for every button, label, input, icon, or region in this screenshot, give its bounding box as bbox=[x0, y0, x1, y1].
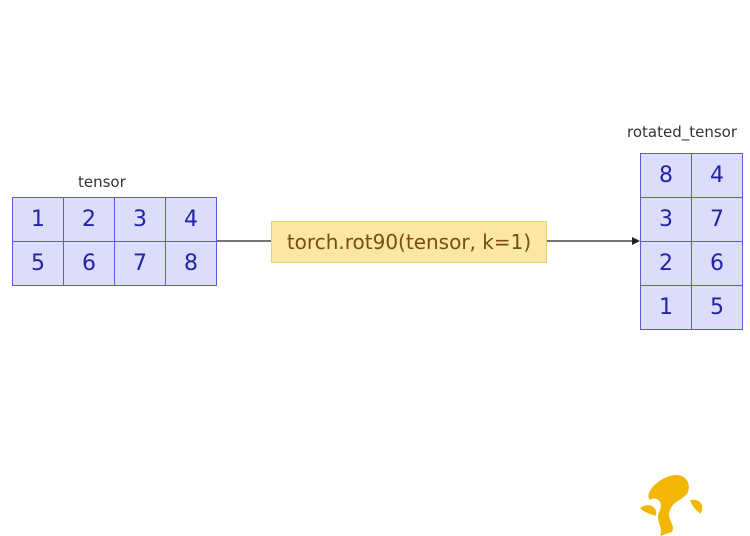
result-cell: 8 bbox=[641, 154, 692, 198]
source-cell: 5 bbox=[13, 242, 64, 286]
result-cell: 7 bbox=[692, 198, 743, 242]
source-cell: 1 bbox=[13, 198, 64, 242]
source-cell: 3 bbox=[115, 198, 166, 242]
source-cell: 6 bbox=[64, 242, 115, 286]
result-cell: 6 bbox=[692, 242, 743, 286]
operation-box: torch.rot90(tensor, k=1) bbox=[271, 221, 547, 263]
result-cell: 1 bbox=[641, 286, 692, 330]
result-cell: 3 bbox=[641, 198, 692, 242]
source-cell: 8 bbox=[166, 242, 217, 286]
arrow-head-icon bbox=[632, 237, 640, 245]
source-tensor-label: tensor bbox=[78, 173, 126, 191]
source-cell: 7 bbox=[115, 242, 166, 286]
operation-label: torch.rot90(tensor, k=1) bbox=[286, 230, 532, 254]
result-cell: 4 bbox=[692, 154, 743, 198]
result-cell: 2 bbox=[641, 242, 692, 286]
yellow-figure-logo-icon bbox=[640, 474, 703, 536]
result-tensor-label: rotated_tensor bbox=[627, 123, 737, 141]
result-cell: 5 bbox=[692, 286, 743, 330]
source-cell: 4 bbox=[166, 198, 217, 242]
source-cell: 2 bbox=[64, 198, 115, 242]
